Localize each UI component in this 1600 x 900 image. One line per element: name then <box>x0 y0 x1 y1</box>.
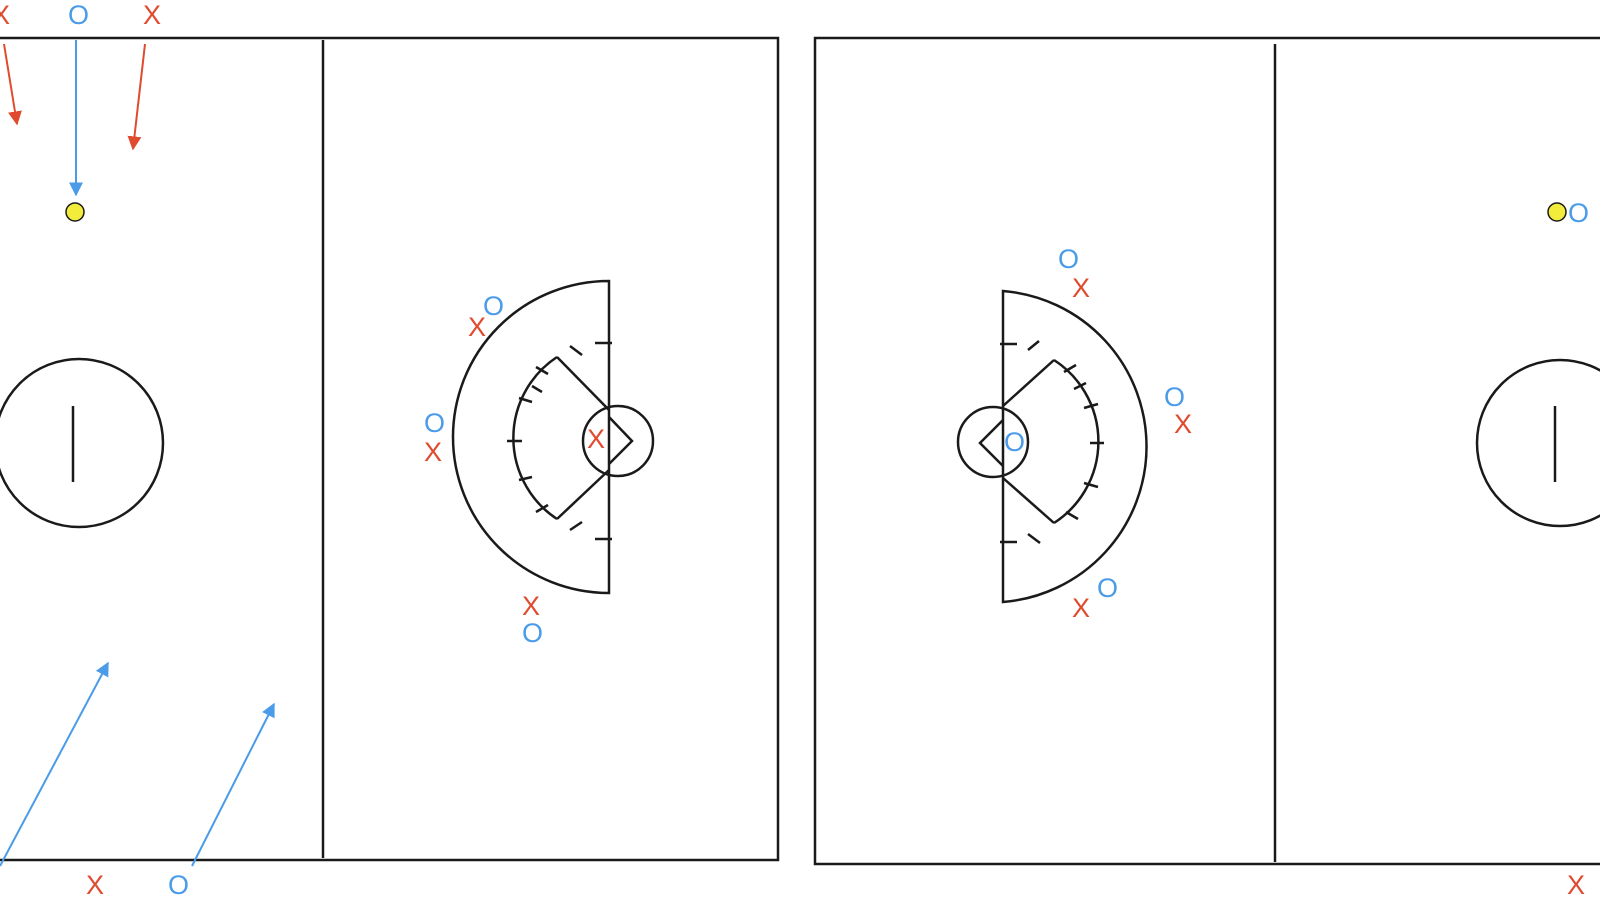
right-goal-diagonal-top <box>1002 359 1055 407</box>
right-field <box>813 36 1600 866</box>
arrow-blue-3 <box>0 661 109 867</box>
player-x: X <box>0 0 10 30</box>
left-center-circle <box>0 357 165 529</box>
right-hash-marks <box>1000 340 1104 544</box>
player-o: O <box>1097 573 1118 603</box>
player-x: X <box>1567 870 1585 900</box>
player-x: X <box>143 0 161 30</box>
left-field-players: X O X O X O X X X O X O <box>0 0 605 900</box>
left-hash-marks <box>507 341 612 541</box>
player-o: O <box>68 0 89 30</box>
player-o: O <box>1164 382 1185 412</box>
player-x: X <box>1072 273 1090 303</box>
arrow-blue-4 <box>191 702 275 867</box>
left-field-boundary <box>0 36 780 862</box>
ball <box>65 202 85 222</box>
left-goal-diagonal-top <box>556 356 610 411</box>
right-goal-crease <box>956 405 1030 479</box>
arrow-red-1 <box>3 43 22 126</box>
player-x: X <box>522 591 540 621</box>
left-fan-arc <box>451 279 611 595</box>
right-center-circle <box>1475 358 1600 528</box>
player-x: X <box>1174 409 1192 439</box>
player-x: X <box>424 437 442 467</box>
ball <box>1547 202 1567 222</box>
arrow-red-2 <box>127 43 146 151</box>
right-goal-diagonal-bottom <box>1002 477 1055 524</box>
player-o: O <box>1058 244 1079 274</box>
left-field <box>0 36 780 862</box>
player-x: X <box>86 870 104 900</box>
player-o: O <box>522 618 543 648</box>
right-inner-arc <box>1053 358 1100 525</box>
right-field-boundary <box>813 36 1600 866</box>
right-fan-arc <box>1001 289 1148 604</box>
player-o: O <box>1568 198 1589 228</box>
left-inner-arc <box>512 355 558 521</box>
player-x: X <box>468 312 486 342</box>
left-goal-diagonal-bottom <box>556 469 610 520</box>
left-movement-arrows <box>0 40 275 867</box>
player-o: O <box>424 408 445 438</box>
left-goal <box>608 416 634 465</box>
player-o: O <box>483 291 504 321</box>
left-goal-crease <box>581 404 655 478</box>
right-goal <box>978 419 1004 467</box>
player-o: O <box>168 870 189 900</box>
right-field-players: O X O X O O X O X <box>1004 198 1589 900</box>
goalie-x: X <box>587 424 605 454</box>
player-x: X <box>1072 593 1090 623</box>
goalie-o: O <box>1004 427 1025 457</box>
